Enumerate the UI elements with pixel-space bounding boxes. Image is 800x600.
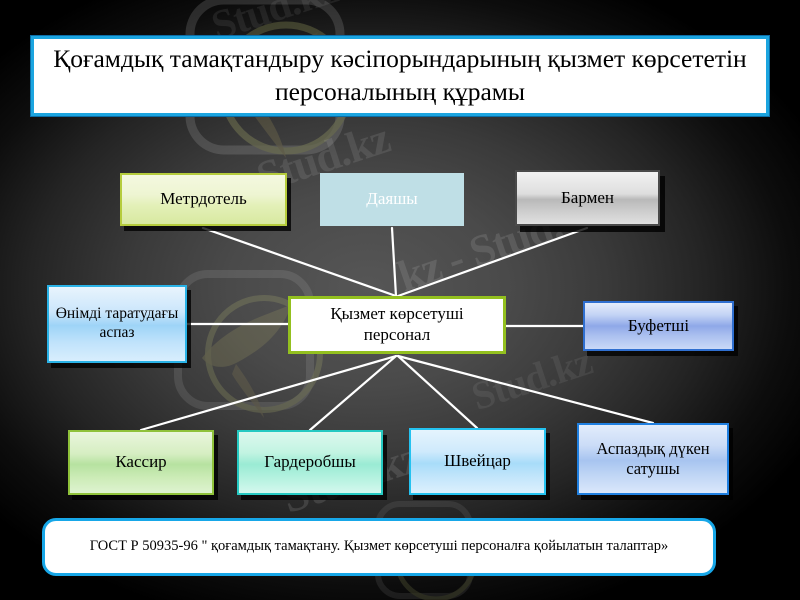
diagram-node-dayashy-label: Даяшы xyxy=(366,189,418,209)
diagram-node-dayashy[interactable]: Даяшы xyxy=(320,173,464,226)
connector-aspazdyk xyxy=(396,354,655,425)
diagram-node-kassir-label: Кассир xyxy=(115,452,167,472)
slide-caption-box: ГОСТ Р 50935-96 " қоғамдық тамақтану. Қы… xyxy=(42,518,716,576)
connector-kassir xyxy=(139,354,398,432)
page-title: Қоғамдық тамақтандыру кәсіпорындарының қ… xyxy=(53,44,747,106)
diagram-node-barmen[interactable]: Бармен xyxy=(515,170,660,226)
diagram-node-bufetshi-label: Буфетші xyxy=(627,315,690,335)
diagram-node-metrdotel[interactable]: Метрдотель xyxy=(120,173,287,226)
diagram-node-kassir[interactable]: Кассир xyxy=(68,430,214,495)
diagram-node-center-label: Қызмет көрсетуші персонал xyxy=(330,304,464,344)
diagram-node-bufetshi[interactable]: Буфетші xyxy=(583,301,734,351)
slide-title-box: Қоғамдық тамақтандыру кәсіпорындарының қ… xyxy=(31,36,769,116)
diagram-node-center-qyzmet-korsetushi-personal[interactable]: Қызмет көрсетуші персонал xyxy=(288,296,506,354)
diagram-node-shveitsar-label: Швейцар xyxy=(444,451,511,471)
diagram-node-shveitsar[interactable]: Швейцар xyxy=(409,428,546,495)
diagram-node-onimdi-label: Өнімді таратудағы аспаз xyxy=(55,305,179,341)
diagram-node-barmen-label: Бармен xyxy=(561,187,614,207)
connector-metrdotel xyxy=(201,226,398,298)
connector-barmen xyxy=(396,226,589,298)
caption-text: ГОСТ Р 50935-96 " қоғамдық тамақтану. Қы… xyxy=(89,538,669,555)
diagram-node-metrdotel-label: Метрдотель xyxy=(160,189,247,209)
diagram-node-garderobshy[interactable]: Гардеробшы xyxy=(237,430,383,495)
connector-garderobshy xyxy=(308,354,398,432)
connector-dayashy xyxy=(390,226,398,298)
diagram-node-aspazdyk-duken-satushy[interactable]: Аспаздық дүкен сатушы xyxy=(577,423,729,495)
diagram-node-onimdi-taratudagy-aspaz[interactable]: Өнімді таратудағы аспаз xyxy=(47,285,187,363)
stud-kz-logo-watermark-secondary xyxy=(174,270,323,418)
diagram-node-garderobshy-label: Гардеробшы xyxy=(264,452,356,472)
connector-shveitsar xyxy=(396,354,479,430)
diagram-node-aspazdyk-label: Аспаздық дүкен сатушы xyxy=(596,438,710,478)
